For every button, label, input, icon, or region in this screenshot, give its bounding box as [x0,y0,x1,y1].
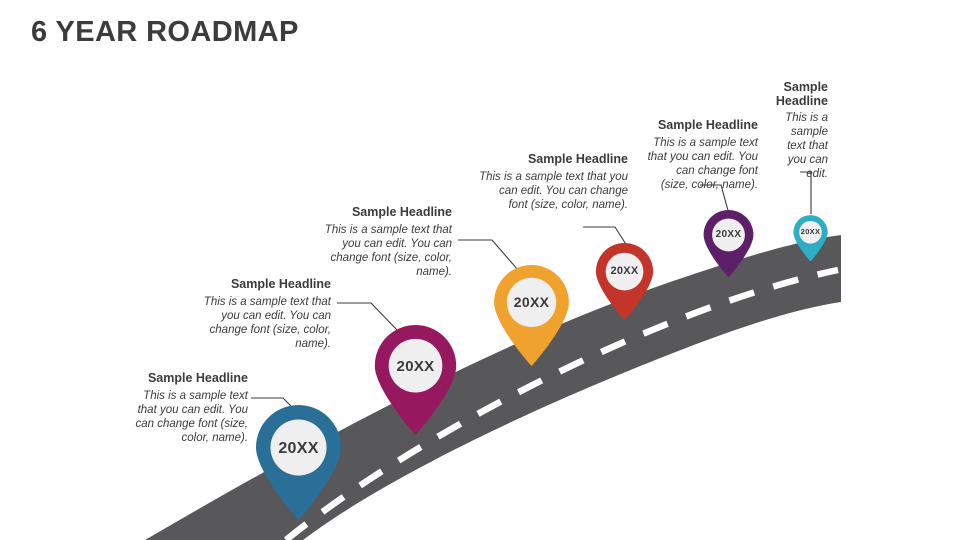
page-title: 6 YEAR ROADMAP [31,16,299,48]
milestone-1-text-block: Sample Headline This is a sample text th… [132,371,248,445]
milestone-6-body: This is a sample text that you can edit. [785,112,828,180]
map-pin-icon [494,265,569,367]
map-pin-icon [374,325,457,436]
map-pin-milestone-6[interactable]: 20XX [791,215,830,262]
milestone-4-body: This is a sample text that you can edit.… [479,171,628,211]
milestone-5-body: This is a sample text that you can edit.… [647,137,758,191]
map-pin-milestone-2[interactable]: 20XX [369,325,462,436]
map-pin-icon [793,215,828,262]
milestone-3-body: This is a sample text that you can edit.… [324,224,452,278]
map-pin-milestone-4[interactable]: 20XX [592,243,657,321]
milestone-4-headline: Sample Headline [527,152,628,166]
milestone-2-headline: Sample Headline [230,277,331,291]
milestone-5-text-block: Sample Headline This is a sample text th… [646,118,758,192]
milestone-5-headline: Sample Headline [657,118,758,132]
milestone-2-body: This is a sample text that you can edit.… [203,296,331,350]
milestone-6-text-block: Sample Headline This is a sample text th… [772,80,828,181]
milestone-4-text-block: Sample Headline This is a sample text th… [478,152,628,212]
milestone-6-headline: Sample Headline [775,80,828,108]
map-pin-milestone-1[interactable]: 20XX [250,405,347,521]
milestone-3-headline: Sample Headline [351,205,452,219]
milestone-1-headline: Sample Headline [147,371,248,385]
map-pin-milestone-3[interactable]: 20XX [489,265,574,367]
map-pin-icon [595,243,654,321]
map-pin-icon [255,405,342,521]
map-pin-icon [703,210,754,278]
road-center-dashes [283,266,839,540]
milestone-1-body: This is a sample text that you can edit.… [135,390,248,444]
milestone-3-text-block: Sample Headline This is a sample text th… [318,205,452,279]
milestone-2-text-block: Sample Headline This is a sample text th… [193,277,331,351]
map-pin-milestone-5[interactable]: 20XX [700,210,757,278]
